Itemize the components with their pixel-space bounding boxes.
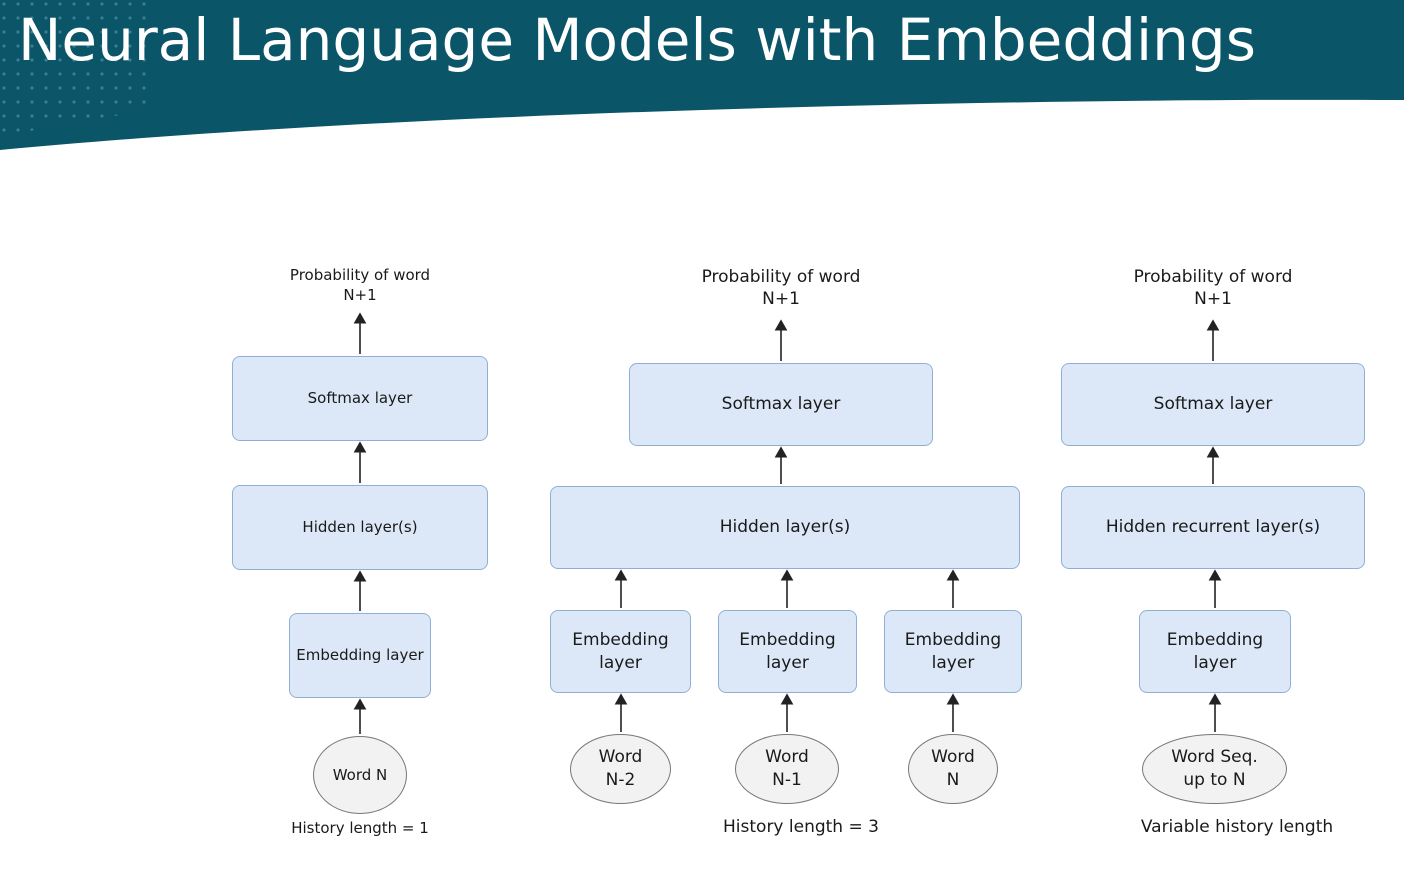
input-word-1: Word N — [313, 736, 407, 814]
input-word-seq-3: Word Seq. up to N — [1142, 734, 1287, 804]
embedding-layer-3: Embedding layer — [1139, 610, 1291, 693]
hidden-layer-3: Hidden recurrent layer(s) — [1061, 486, 1365, 569]
embedding-layer-2b: Embedding layer — [718, 610, 857, 693]
input-word-2b: Word N-1 — [735, 734, 839, 804]
input-word-2c: Word N — [908, 734, 998, 804]
output-label-1: Probability of word N+1 — [289, 266, 431, 304]
softmax-layer-1: Softmax layer — [232, 356, 488, 441]
input-word-2a: Word N-2 — [570, 734, 671, 804]
embedding-layer-1: Embedding layer — [289, 613, 431, 698]
output-label-2: Probability of word N+1 — [701, 267, 861, 310]
caption-3: Variable history length — [1140, 817, 1334, 837]
slide-title: Neural Language Models with Embeddings — [18, 6, 1256, 74]
output-label-3: Probability of word N+1 — [1133, 267, 1293, 310]
embedding-layer-2a: Embedding layer — [550, 610, 691, 693]
hidden-layer-2: Hidden layer(s) — [550, 486, 1020, 569]
caption-2: History length = 3 — [723, 817, 879, 837]
hidden-layer-1: Hidden layer(s) — [232, 485, 488, 570]
softmax-layer-2: Softmax layer — [629, 363, 933, 446]
caption-1: History length = 1 — [291, 819, 429, 837]
title-banner — [0, 0, 1404, 150]
embedding-layer-2c: Embedding layer — [884, 610, 1022, 693]
softmax-layer-3: Softmax layer — [1061, 363, 1365, 446]
